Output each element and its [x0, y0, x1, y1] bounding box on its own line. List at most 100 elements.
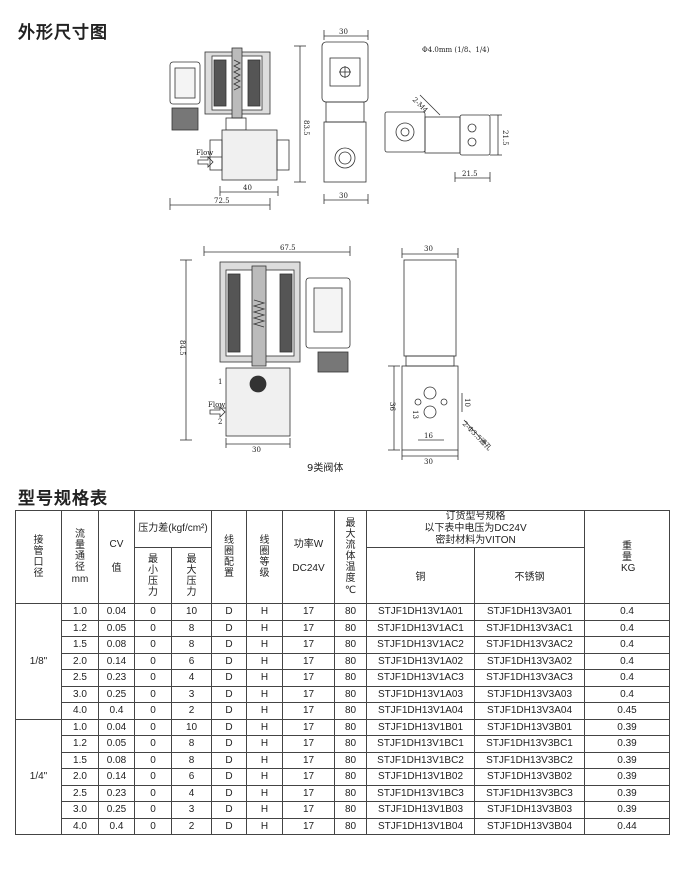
table-cell: 2 [170, 817, 213, 835]
table-cell: D [211, 768, 248, 786]
table-cell: H [246, 685, 284, 703]
table-cell: STJF1DH13V1AC1 [366, 619, 476, 637]
table-cell: STJF1DH13V1A02 [366, 652, 476, 670]
table-cell: STJF1DH13V1BC3 [366, 784, 476, 802]
table-cell: 0.4 [584, 669, 671, 687]
table-cell: 0.05 [98, 619, 135, 637]
table-cell: STJF1DH13V3A03 [474, 685, 586, 703]
dim-30-br-bottom: 30 [424, 458, 433, 466]
table-cell: 2 [170, 702, 213, 720]
header-min-pressure: 最小压力 [134, 547, 172, 604]
table-cell: STJF1DH13V1B03 [366, 801, 476, 819]
table-cell: 17 [282, 801, 336, 819]
table-cell: D [211, 817, 248, 835]
valve-front-view-2-drawing [388, 248, 487, 460]
table-cell: D [211, 702, 248, 720]
table-cell: 0.23 [98, 669, 135, 687]
table-cell: H [246, 784, 284, 802]
dim-21-5-horizontal: 21.5 [462, 170, 478, 178]
table-cell: STJF1DH13V3A02 [474, 652, 586, 670]
table-cell: 17 [282, 718, 336, 736]
table-cell: STJF1DH13V1B02 [366, 768, 476, 786]
flow-label-top: Flow [196, 149, 213, 157]
table-cell: 2.0 [61, 652, 99, 670]
table-cell: 17 [282, 735, 336, 753]
dim-21-5-vertical: 21.5 [501, 130, 509, 146]
table-cell: 17 [282, 636, 336, 654]
table-cell: 80 [334, 636, 368, 654]
dim-30-bottom: 30 [339, 192, 348, 200]
table-cell: STJF1DH13V1B04 [366, 817, 476, 835]
table-cell: STJF1DH13V1A03 [366, 685, 476, 703]
table-cell: 0.39 [584, 784, 671, 802]
table-cell: 0 [134, 751, 172, 769]
table-cell: D [211, 784, 248, 802]
table-cell: 17 [282, 603, 336, 621]
table-cell: D [211, 718, 248, 736]
table-cell: STJF1DH13V3B04 [474, 817, 586, 835]
table-cell: 0.04 [98, 718, 135, 736]
port-size-cell: 1/4" [15, 718, 62, 835]
dim-30-top: 30 [339, 28, 348, 36]
table-cell: STJF1DH13V3B02 [474, 768, 586, 786]
table-cell: STJF1DH13V3B01 [474, 718, 586, 736]
table-cell: 0.4 [584, 603, 671, 621]
table-cell: 0.4 [584, 652, 671, 670]
table-cell: 2.5 [61, 669, 99, 687]
table-cell: 8 [170, 751, 213, 769]
table-cell: H [246, 652, 284, 670]
header-stainless: 不锈钢 [474, 547, 586, 604]
dim-10: 10 [463, 398, 471, 407]
table-cell: 8 [170, 619, 213, 637]
dim-83-5: 83.5 [302, 120, 310, 136]
table-cell: 80 [334, 669, 368, 687]
table-cell: 0 [134, 784, 172, 802]
table-cell: D [211, 669, 248, 687]
table-cell: H [246, 801, 284, 819]
valve-side-section-drawing [169, 45, 306, 210]
table-cell: 80 [334, 702, 368, 720]
table-cell: 80 [334, 603, 368, 621]
valve-bottom-view-drawing [384, 94, 502, 182]
table-cell: H [246, 768, 284, 786]
table-cell: STJF1DH13V3AC1 [474, 619, 586, 637]
table-cell: H [246, 603, 284, 621]
table-cell: 17 [282, 619, 336, 637]
table-cell: 1.5 [61, 636, 99, 654]
table-cell: D [211, 685, 248, 703]
table-cell: 17 [282, 751, 336, 769]
table-cell: 0.4 [584, 636, 671, 654]
table-cell: 17 [282, 768, 336, 786]
table-cell: H [246, 817, 284, 835]
dimensions-heading: 外形尺寸图 [18, 23, 108, 43]
header-weight: 重量KG [584, 510, 671, 604]
table-cell: 3 [170, 801, 213, 819]
header-temp: 最大流体温度℃ [334, 510, 368, 604]
table-cell: 0.4 [98, 702, 135, 720]
header-copper: 铜 [366, 547, 476, 604]
table-cell: 8 [170, 636, 213, 654]
table-cell: H [246, 751, 284, 769]
table-cell: 0 [134, 801, 172, 819]
table-cell: 0.39 [584, 735, 671, 753]
table-cell: 3 [170, 685, 213, 703]
valve-front-view-drawing [321, 30, 369, 204]
table-cell: 0 [134, 603, 172, 621]
table-cell: 80 [334, 751, 368, 769]
table-cell: 10 [170, 603, 213, 621]
dim-40: 40 [243, 184, 252, 192]
table-cell: D [211, 652, 248, 670]
table-cell: 0 [134, 817, 172, 835]
table-cell: 4.0 [61, 817, 99, 835]
valve-body-caption: 9类阀体 [307, 463, 344, 474]
table-cell: STJF1DH13V3BC2 [474, 751, 586, 769]
